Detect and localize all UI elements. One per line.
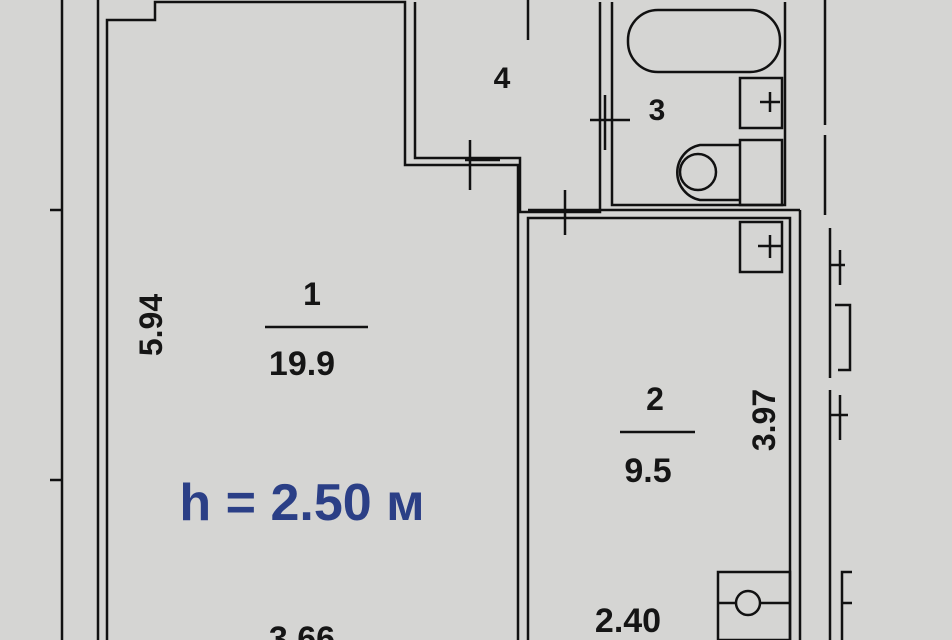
- room-1-length: 5.94: [133, 294, 169, 356]
- sink-icon: [738, 76, 784, 130]
- room-3-number: 3: [649, 94, 666, 127]
- room-2-area: 9.5: [624, 452, 671, 490]
- labels: 4 3 1 19.9 5.94 h = 2.50 м 3.66 2 9.5 3.…: [133, 62, 782, 640]
- room-1-width: 3.66: [269, 620, 335, 640]
- room-2-number: 2: [646, 381, 664, 417]
- bathtub-icon: [626, 8, 782, 74]
- room-4-number: 4: [494, 62, 511, 95]
- walls: [50, 0, 832, 640]
- fixtures: [465, 0, 852, 640]
- toilet-tank-icon: [738, 138, 784, 207]
- ceiling-height: h = 2.50 м: [179, 474, 424, 532]
- stove-icon: [716, 570, 792, 640]
- room-2-length: 3.97: [746, 389, 782, 451]
- room-2-width: 2.40: [595, 602, 661, 640]
- room-1-number: 1: [303, 276, 321, 312]
- room-1-area: 19.9: [269, 345, 335, 383]
- toilet-icon: [676, 143, 740, 202]
